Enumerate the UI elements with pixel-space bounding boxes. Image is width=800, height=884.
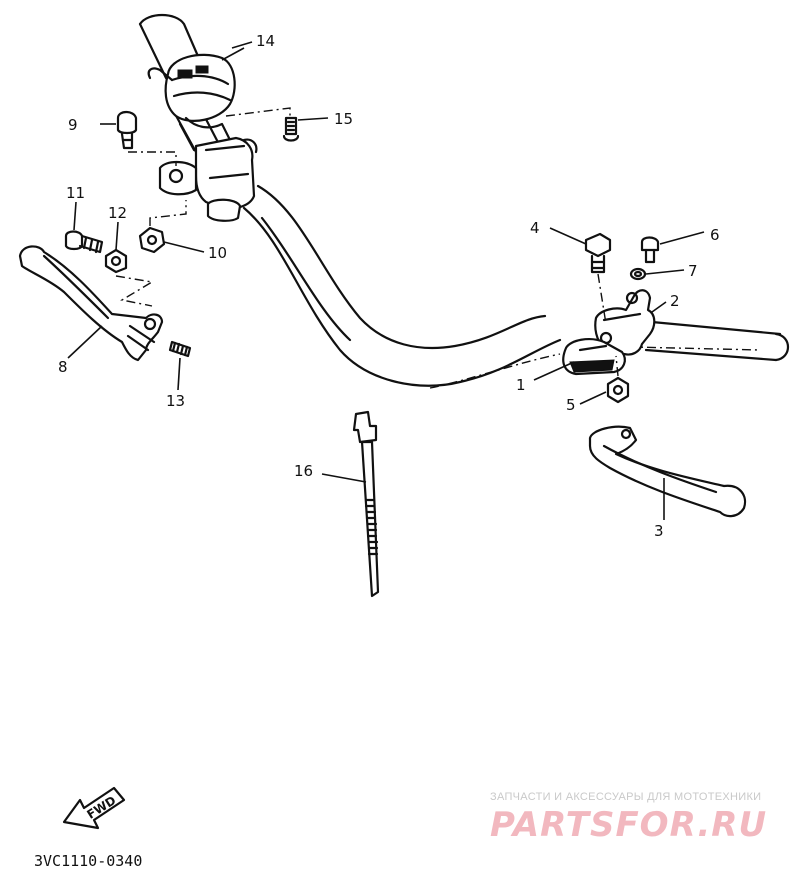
callout-4: 4 [530,219,540,237]
fwd-arrow-icon: FWD [62,786,126,830]
callout-5: 5 [566,396,576,414]
callout-10: 10 [208,244,227,262]
watermark-tagline: ЗАПЧАСТИ И АКСЕССУАРЫ ДЛЯ МОТОТЕХНИКИ [490,791,761,803]
bolt-part-9 [100,110,177,166]
lever-left-part-8 [18,245,164,362]
callout-numbers: 1 2 3 4 5 6 7 8 9 10 11 12 13 14 15 16 [58,32,720,540]
callout-14: 14 [256,32,275,50]
callout-13: 13 [166,392,185,410]
screw-part-6 [640,231,705,264]
nut-part-10 [138,200,205,254]
callout-15: 15 [334,110,353,128]
callout-7: 7 [688,262,698,280]
bolt-part-4 [549,227,612,325]
handlebar [138,13,790,389]
lever-right-part-3 [588,425,747,520]
watermark-brand: PARTSFOR.RU [490,805,767,845]
nut-part-12 [104,221,154,307]
callout-8: 8 [58,358,68,376]
cable-band-part-16 [321,410,380,598]
nut-part-5 [579,355,630,405]
screw-part-15 [225,107,329,142]
washer-part-7 [629,267,685,281]
adjuster-part-13 [168,340,192,391]
lever-holder-right-parts-1-2 [533,289,667,381]
pivot-bolt-part-11 [64,201,104,254]
callout-2: 2 [670,292,680,310]
callout-16: 16 [294,462,313,480]
lever-holder-left [158,136,258,222]
callout-11: 11 [66,184,85,202]
callout-1: 1 [516,376,526,394]
throttle-housing-part-14 [147,53,236,152]
watermark: ЗАПЧАСТИ И АКСЕССУАРЫ ДЛЯ МОТОТЕХНИКИ PA… [490,791,767,845]
callout-12: 12 [108,204,127,222]
callout-6: 6 [710,226,720,244]
callout-3: 3 [654,522,664,540]
diagram-code: 3VC1110-0340 [34,852,142,870]
callout-9: 9 [68,116,78,134]
